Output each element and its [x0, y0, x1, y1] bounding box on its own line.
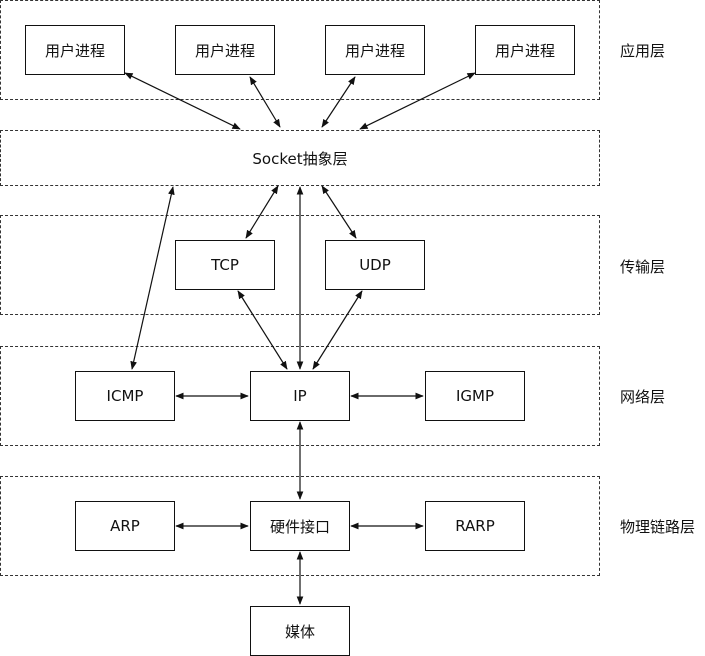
arrow-socket-udp — [321, 185, 357, 239]
user-process-box-1: 用户进程 — [25, 25, 125, 75]
rarp-box: RARP — [425, 501, 525, 551]
transport-layer-label: 传输层 — [620, 258, 666, 276]
arrow-socket-tcp — [245, 185, 279, 239]
socket-layer-band — [0, 130, 600, 186]
arp-box: ARP — [75, 501, 175, 551]
udp-box: UDP — [325, 240, 425, 290]
arrow-process4-socket — [359, 72, 476, 130]
arrow-process3-socket — [321, 76, 356, 128]
arrow-process1-socket — [124, 72, 241, 130]
arrow-udp-ip — [312, 290, 363, 370]
socket-layer-label: Socket抽象层 — [252, 149, 348, 168]
application-layer-band — [0, 0, 600, 100]
tcp-box: TCP — [175, 240, 275, 290]
media-box: 媒体 — [250, 606, 350, 656]
hardware-interface-box: 硬件接口 — [250, 501, 350, 551]
arrow-process2-socket — [249, 76, 281, 128]
icmp-box: ICMP — [75, 371, 175, 421]
user-process-box-2: 用户进程 — [175, 25, 275, 75]
link-layer-label: 物理链路层 — [620, 518, 696, 536]
user-process-box-3: 用户进程 — [325, 25, 425, 75]
network-layer-label: 网络层 — [620, 388, 666, 406]
user-process-box-4: 用户进程 — [475, 25, 575, 75]
application-layer-label: 应用层 — [620, 42, 666, 60]
igmp-box: IGMP — [425, 371, 525, 421]
arrow-socket-icmp — [130, 186, 175, 370]
ip-box: IP — [250, 371, 350, 421]
arrow-tcp-ip — [237, 290, 288, 370]
